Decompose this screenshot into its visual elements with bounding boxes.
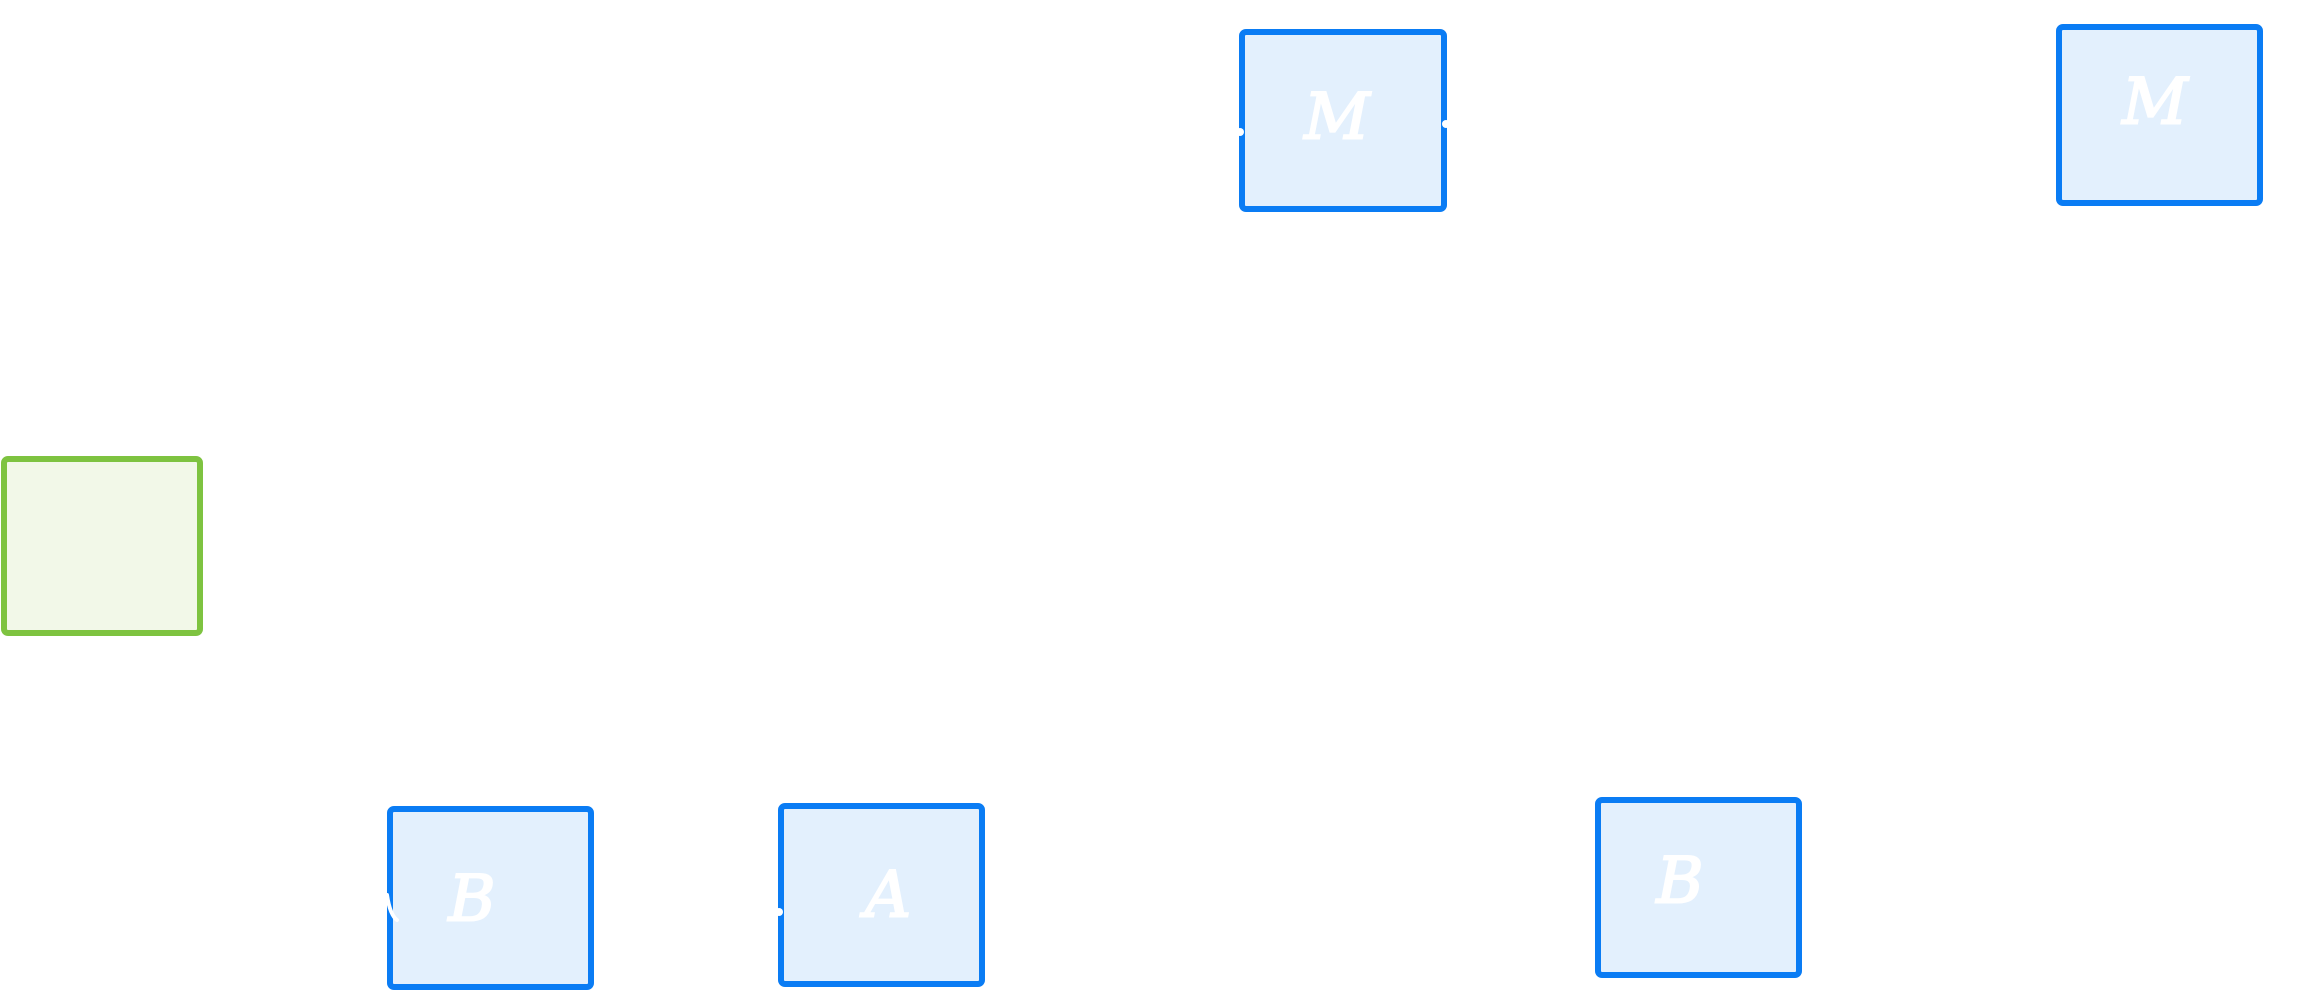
node-m-top-center-box [1239, 29, 1447, 212]
node-m-top-right-box [2056, 24, 2263, 206]
node-a-bottom-center-label: A [860, 859, 911, 933]
node-b-bottom-right-label: B [1655, 845, 1703, 919]
node-a-bottom-center[interactable]: A [775, 803, 985, 987]
connector-dot [775, 908, 783, 916]
connector-dot [1442, 120, 1450, 128]
node-m-top-right-label: M [2121, 66, 2189, 140]
node-a-bottom-center-box [778, 803, 985, 987]
node-green-left-box [1, 456, 203, 636]
node-m-top-center[interactable]: M [1236, 29, 1450, 212]
connector-dot [1236, 128, 1244, 136]
node-b-bottom-left-box [387, 806, 594, 990]
node-b-bottom-left-label: B [447, 863, 495, 937]
node-b-bottom-right[interactable]: B [1595, 797, 1802, 978]
node-green-left[interactable] [1, 456, 203, 636]
connector-stub [385, 893, 399, 922]
node-b-bottom-right-box [1595, 797, 1802, 978]
node-m-top-right[interactable]: M [2056, 24, 2263, 206]
node-b-bottom-left[interactable]: B [385, 806, 594, 990]
node-m-top-center-label: M [1303, 81, 1371, 155]
